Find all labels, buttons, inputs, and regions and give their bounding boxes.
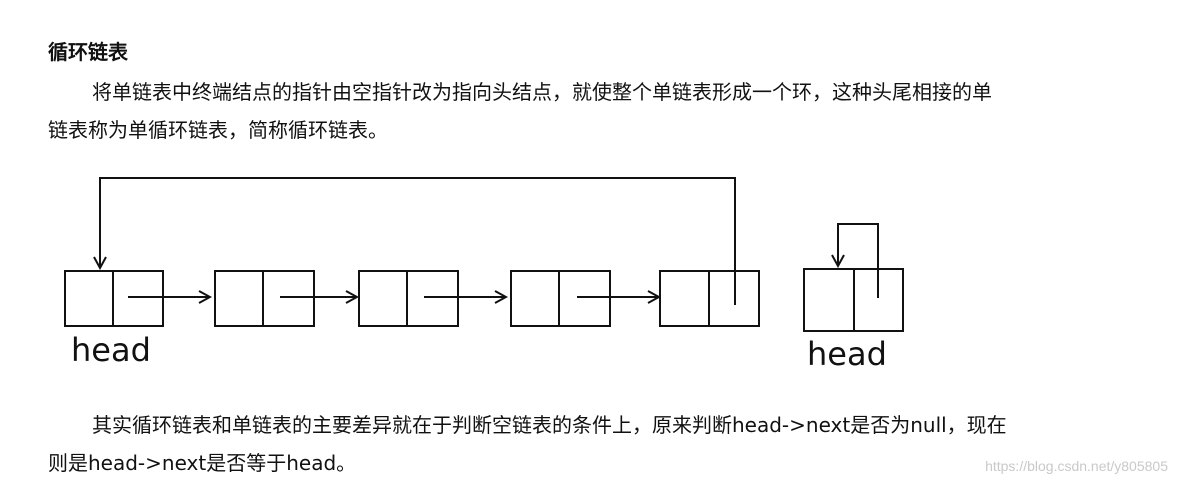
watermark: https://blog.csdn.net/y805805 [985,458,1168,474]
intro-line-2: 链表称为单循环链表，简称循环链表。 [48,118,388,142]
list-node-5 [659,270,760,327]
empty-head-label: head [807,335,887,373]
conclusion-paragraph: 其实循环链表和单链表的主要差异就在于判断空链表的条件上，原来判断head->ne… [48,406,1148,482]
intro-paragraph: 将单链表中终端结点的指针由空指针改为指向头结点，就使整个单链表形成一个环，这种头… [48,73,1148,149]
list-node-4 [510,270,611,327]
empty-list-node [803,268,904,332]
head-label: head [71,331,151,369]
conclusion-line-1: 其实循环链表和单链表的主要差异就在于判断空链表的条件上，原来判断head->ne… [92,413,1007,437]
loop-back-arrow [100,177,736,305]
section-title: 循环链表 [48,40,128,64]
list-node-2 [214,270,315,327]
self-loop-arrow [838,223,879,298]
list-node-3 [358,270,459,327]
list-node-1 [64,270,164,327]
conclusion-line-2: 则是head->next是否等于head。 [48,451,357,475]
intro-line-1: 将单链表中终端结点的指针由空指针改为指向头结点，就使整个单链表形成一个环，这种头… [92,80,992,104]
